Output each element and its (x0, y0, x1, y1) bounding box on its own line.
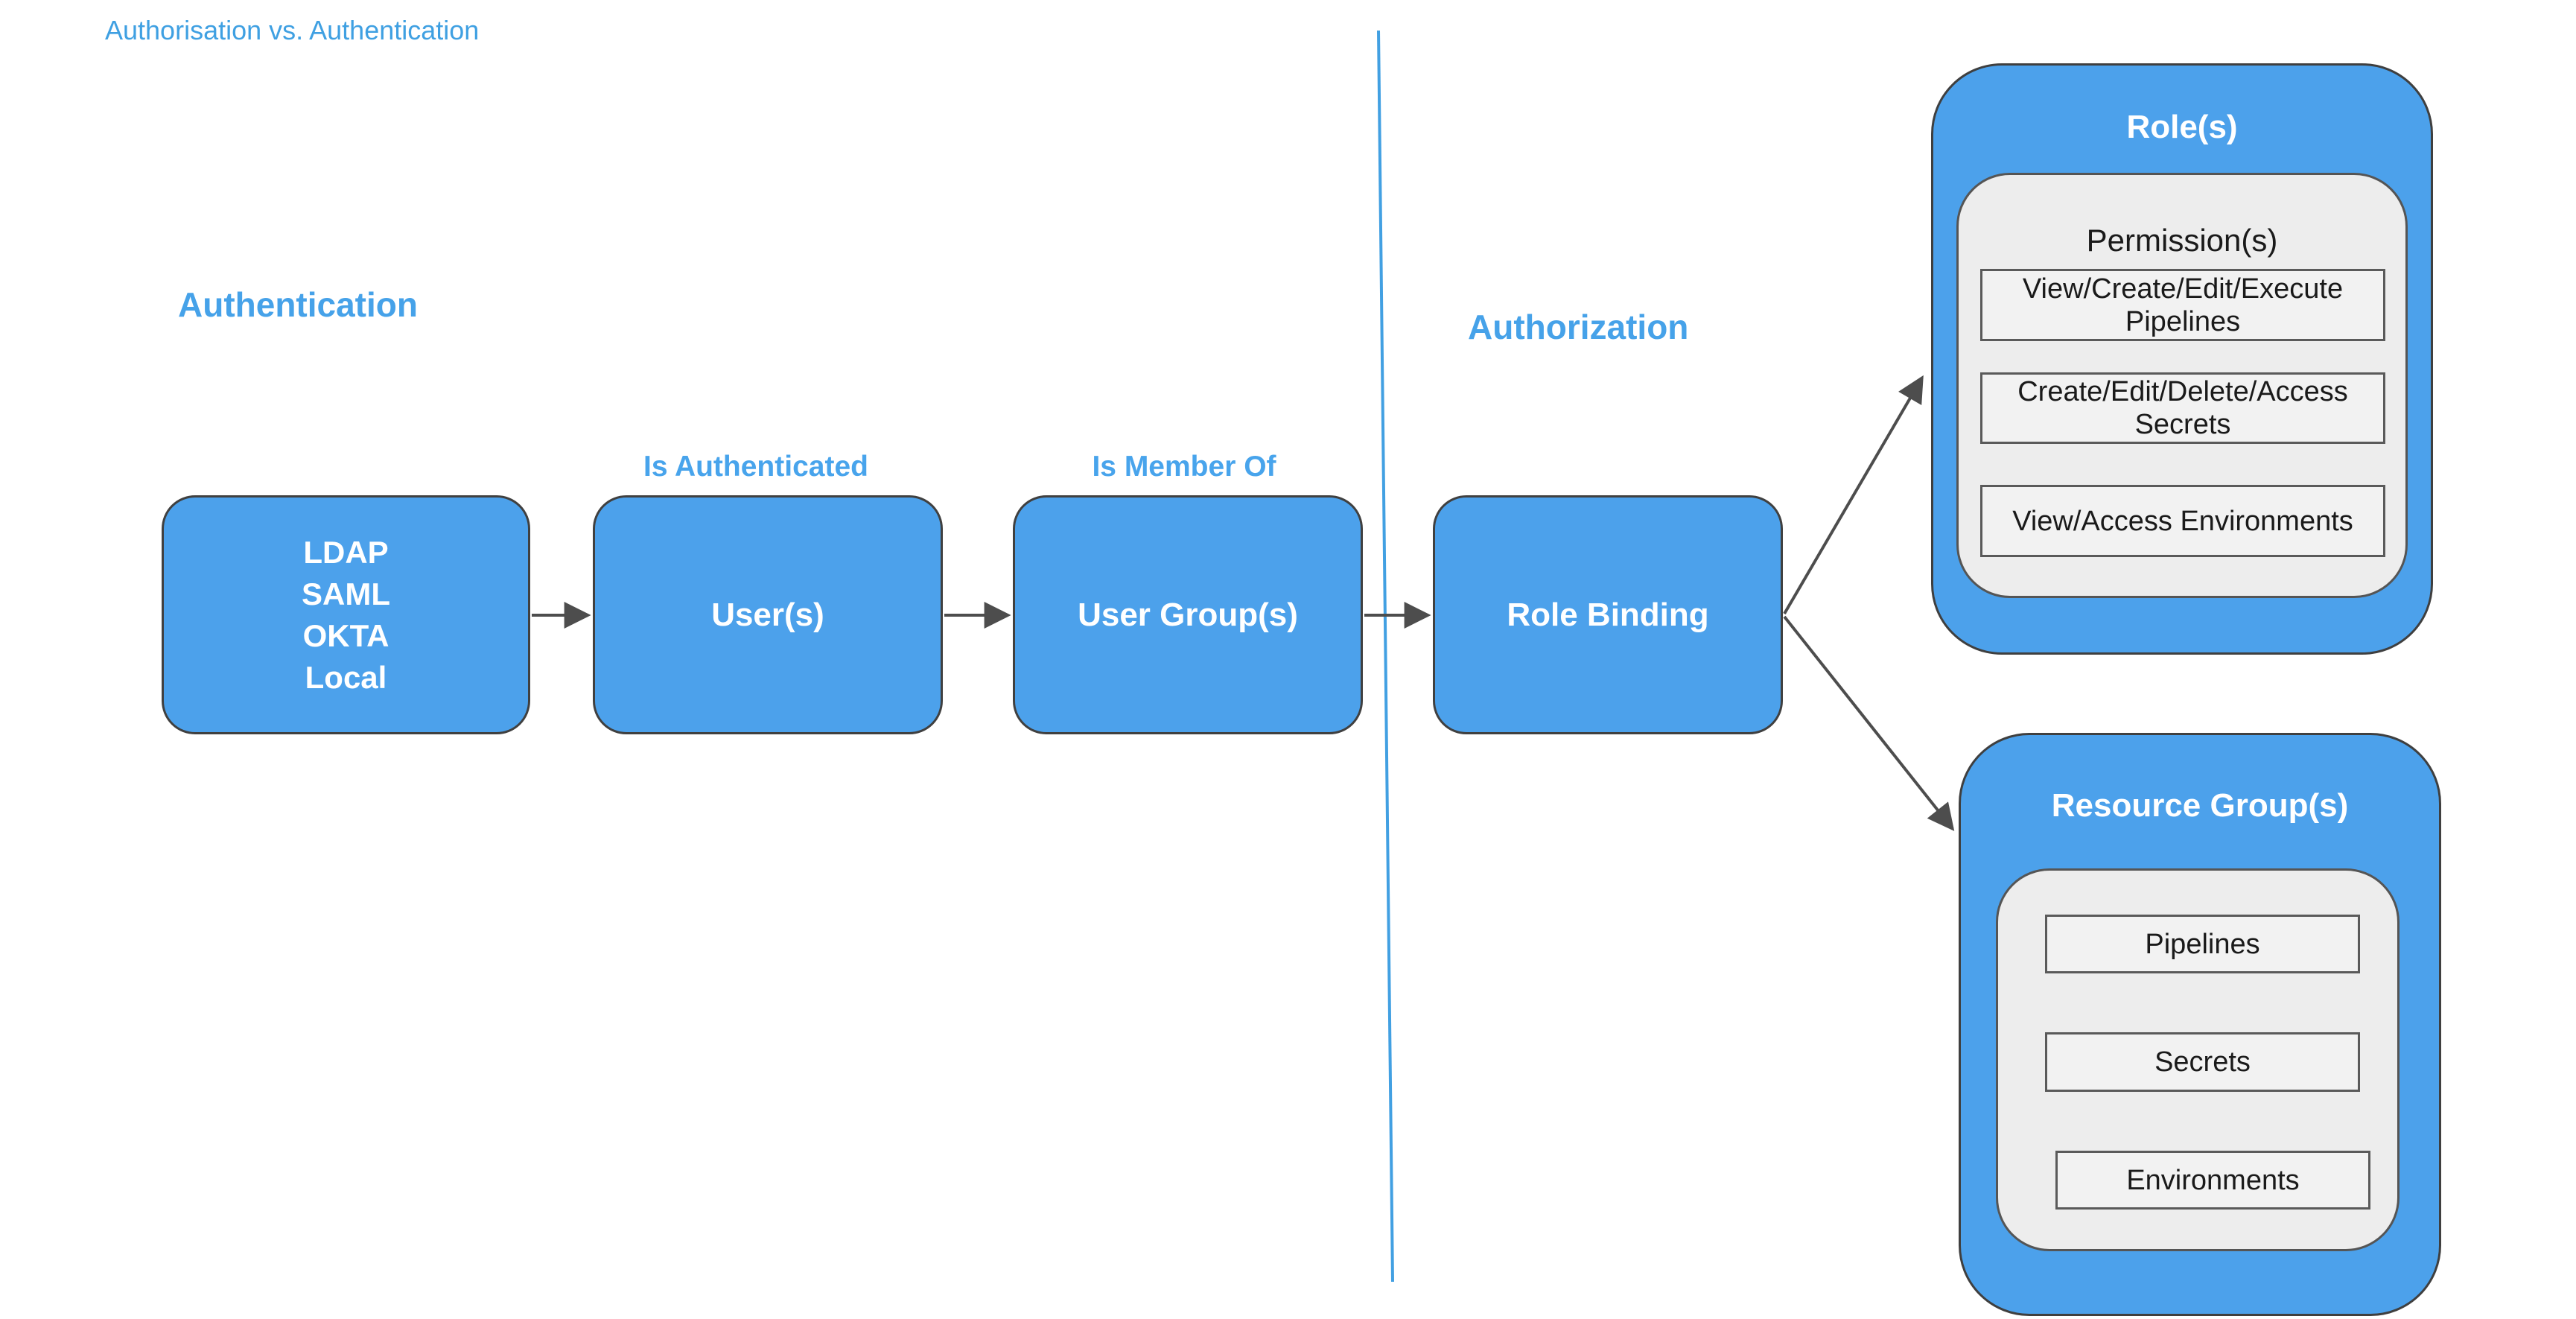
container-resources-inner: Pipelines Secrets Environments (1996, 868, 2400, 1251)
node-users-label: User(s) (711, 596, 824, 633)
edge-label-is-authenticated: Is Authenticated (643, 451, 868, 483)
provider-line-okta: OKTA (302, 617, 389, 653)
container-roles: Role(s) Permission(s) View/Create/Edit/E… (1931, 63, 2433, 655)
permissions-title: Permission(s) (2086, 223, 2278, 258)
arrow-binding-to-resource-groups (1783, 615, 1955, 831)
provider-line-ldap: LDAP (303, 534, 389, 570)
node-user-groups-label: User Group(s) (1078, 596, 1298, 633)
permission-item-environments: View/Access Environments (1980, 485, 2385, 557)
resource-item-secrets: Secrets (2045, 1032, 2360, 1092)
node-users: User(s) (593, 495, 943, 734)
provider-line-saml: SAML (302, 576, 390, 611)
section-label-authorization: Authorization (1468, 308, 1689, 346)
arrow-binding-to-roles (1783, 375, 1924, 615)
container-resource-groups-title: Resource Group(s) (2051, 787, 2349, 824)
permission-item-secrets: Create/Edit/Delete/Access Secrets (1980, 372, 2385, 444)
node-role-binding: Role Binding (1433, 495, 1783, 734)
node-user-groups: User Group(s) (1013, 495, 1363, 734)
provider-line-local: Local (305, 659, 387, 695)
resource-item-pipelines: Pipelines (2045, 915, 2360, 973)
page-title: Authorisation vs. Authentication (105, 15, 480, 45)
edge-label-is-member-of: Is Member Of (1092, 451, 1276, 483)
container-resource-groups: Resource Group(s) Pipelines Secrets Envi… (1959, 733, 2441, 1316)
resource-item-environments: Environments (2055, 1151, 2370, 1210)
permission-item-pipelines: View/Create/Edit/Execute Pipelines (1980, 269, 2385, 341)
container-permissions: Permission(s) View/Create/Edit/Execute P… (1956, 173, 2408, 598)
section-label-authentication: Authentication (178, 285, 418, 324)
container-roles-title: Role(s) (2126, 109, 2238, 145)
node-auth-providers: LDAP SAML OKTA Local (162, 495, 530, 734)
divider-line (1377, 30, 1394, 1283)
node-role-binding-label: Role Binding (1507, 596, 1709, 633)
